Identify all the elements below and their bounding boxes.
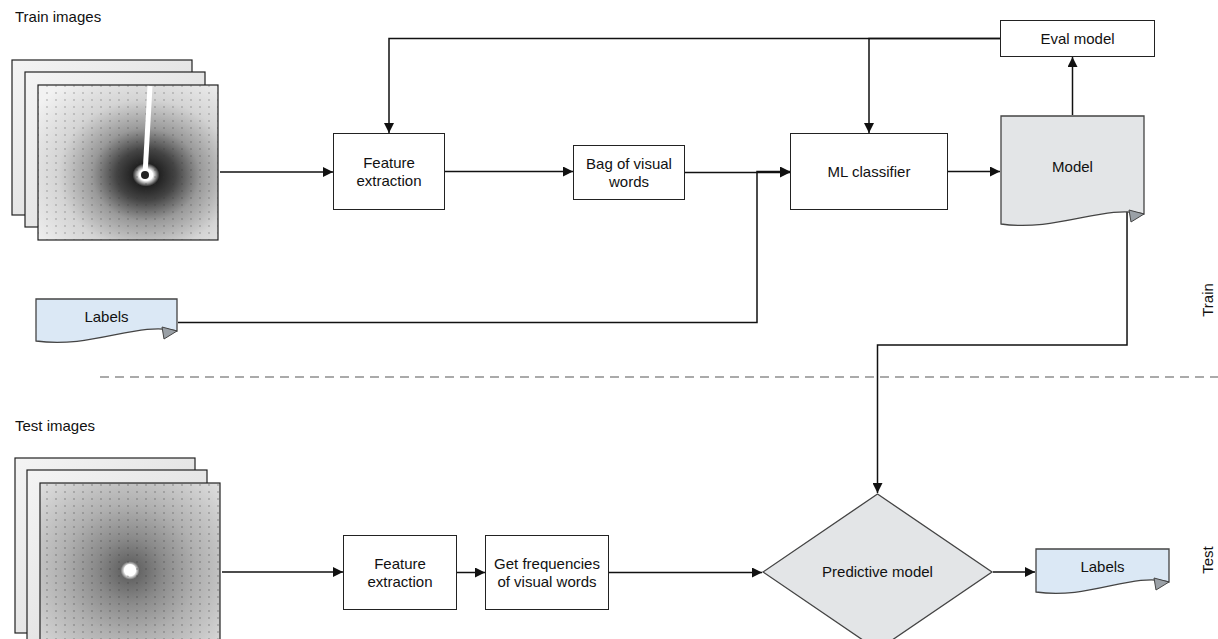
text-block: Labels [84,308,128,326]
flow-arrow [878,208,1128,493]
text-block: ML classifier [828,163,911,181]
flow-arrow [389,39,1000,134]
diffraction-image [38,85,218,240]
document-outline [1001,116,1144,225]
labels-document: Labels [1035,548,1170,598]
node-text: Labels [1080,558,1124,576]
input-arrow [222,571,343,573]
node-text: Get frequencies of visual words [494,555,600,591]
model-document: Model [1000,115,1145,230]
text-block: Get frequencies of visual words [494,555,600,591]
input-arrow [220,171,333,173]
node-text: Predictive model [822,563,933,581]
node-text: Bag of visual words [582,155,676,191]
decision-diamond: Predictive model [762,493,993,639]
text-block: Feature extraction [352,555,448,591]
image-set-label: Train images [15,8,101,25]
text-block: Eval model [1040,30,1114,48]
node-text: ML classifier [828,163,911,181]
process-box: Bag of visual words [573,145,685,200]
text-block: Model [1052,158,1093,176]
flow-arrow [869,39,1000,134]
diffraction-spots [40,483,220,639]
node-text: Labels [84,308,128,326]
test-image-stack [15,458,220,639]
beam-stop [145,86,150,175]
flow-arrow [178,172,790,323]
node-text: Eval model [1040,30,1114,48]
process-box: Feature extraction [343,535,457,610]
flow-arrow [457,572,485,574]
node-text: Model [1052,158,1093,176]
flow-arrow [609,572,762,574]
page-fold [1129,210,1144,222]
flow-arrow [948,171,1000,173]
document-outline [1036,549,1169,593]
flow-arrow [1072,57,1074,115]
page-fold [1154,578,1169,590]
phase-separator [100,376,1218,378]
page-fold [162,327,177,339]
train-image-stack [12,60,218,240]
document-outline [36,299,177,342]
text-block: Bag of visual words [582,155,676,191]
text-block: Predictive model [822,563,933,581]
text-block: Feature extraction [342,154,436,190]
node-text: Feature extraction [352,555,448,591]
diffraction-spots [38,85,218,240]
diffraction-image [40,483,220,639]
node-text: Feature extraction [342,154,436,190]
process-box: Eval model [1000,20,1155,57]
process-box: Get frequencies of visual words [485,535,609,610]
labels-document: Labels [35,298,178,347]
image-set-label: Test images [15,417,95,434]
flow-arrow [993,571,1035,573]
beam-center [124,564,136,576]
process-box: ML classifier [790,133,948,210]
phase-label: Test [1199,546,1216,574]
process-box: Feature extraction [333,133,445,210]
beam-center [141,171,149,179]
text-block: Labels [1080,558,1124,576]
phase-label: Train [1199,283,1216,317]
diamond-outline [763,494,992,639]
flow-arrow [445,171,573,173]
